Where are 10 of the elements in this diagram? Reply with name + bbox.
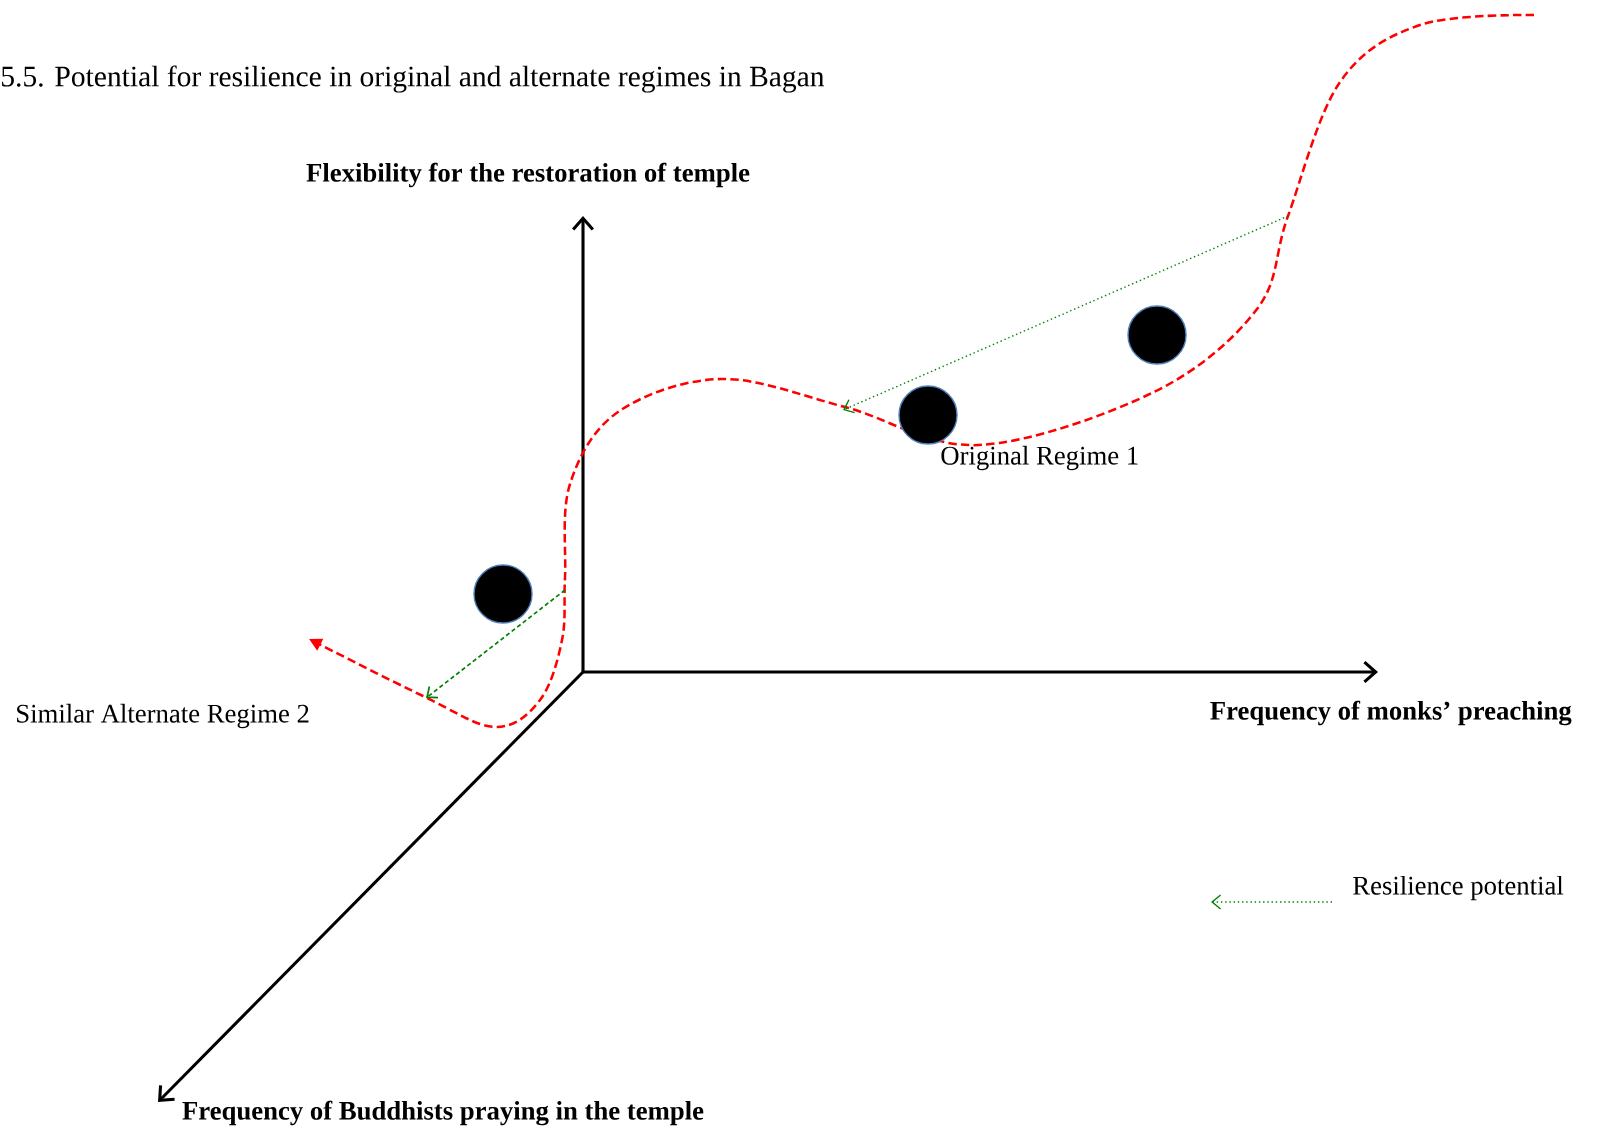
axis-label: Flexibility for the restoration of temple xyxy=(306,162,750,188)
legend-label: Resilience potential xyxy=(1353,875,1564,901)
ball xyxy=(473,564,533,624)
regime-label: Similar Alternate Regime 2 xyxy=(17,703,309,729)
ball xyxy=(898,385,958,445)
figure-title: 5.5. Potential for resilience in original and alternate regimes in Bagan xyxy=(2,65,825,93)
ball xyxy=(1127,305,1187,365)
axis-label: Frequency of monks’ preaching xyxy=(1210,700,1572,726)
regime-label: Original Regime 1 xyxy=(941,445,1138,471)
axis-label: Frequency of Buddhists praying in the temple xyxy=(182,1100,704,1126)
